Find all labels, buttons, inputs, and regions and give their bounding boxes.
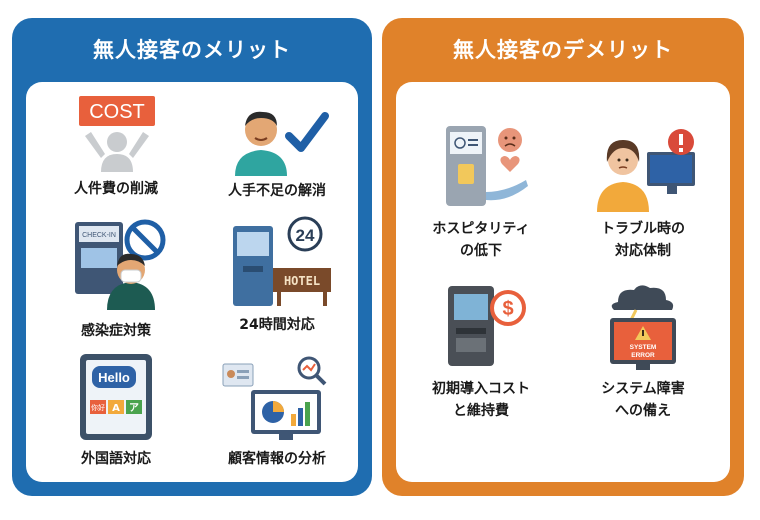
merit-item-analytics: 顧客情報の分析: [202, 352, 352, 478]
merit-item-infection: CHECK-IN 感染症対策: [46, 214, 186, 344]
demerit-content: ホスピタリティ の低下 トラブル時の 対応体制: [396, 82, 730, 482]
infection-control-icon: CHECK-IN: [75, 219, 166, 310]
customer-analytics-icon: [222, 356, 327, 440]
merit-label-24h: 24時間対応: [239, 317, 315, 333]
demerit-item-hospitality: ホスピタリティ の低下: [406, 122, 556, 272]
hotel-sign: HOTEL: [284, 274, 320, 288]
demerit-title: 無人接客のデメリット: [453, 38, 673, 62]
system-error-icon: SYSTEM ERROR: [610, 285, 676, 370]
merit-content: COST 人件費の削減 人手不足の解消 C: [26, 82, 358, 482]
hello-text: Hello: [98, 370, 130, 385]
demerit-label-system: システム障害 への備え: [601, 381, 685, 419]
error-text: ERROR: [631, 352, 655, 359]
merit-label-cost: 人件費の削減: [74, 181, 158, 197]
hospitality-kiosk-icon: [446, 126, 528, 206]
lang-tag-zh: 你好: [91, 403, 105, 412]
merit-label-staff: 人手不足の解消: [228, 183, 326, 199]
demerit-item-system: SYSTEM ERROR システム障害 への備え: [568, 282, 718, 432]
24h-badge: 24: [296, 226, 315, 245]
24h-hotel-kiosk-icon: 24 HOTEL: [233, 216, 331, 306]
cost-kiosk-icon: $: [448, 286, 526, 366]
merit-item-language: Hello 你好 A ア 外国語対応: [46, 352, 186, 478]
demerit-label-cost: 初期導入コスト と維持費: [432, 381, 530, 419]
cost-reduction-icon: COST: [79, 96, 155, 172]
merit-label-analytics: 顧客情報の分析: [228, 451, 326, 467]
merit-item-staff: 人手不足の解消: [202, 92, 352, 202]
staff-check-icon: [235, 111, 329, 176]
cost-badge-text: COST: [89, 101, 145, 123]
checkin-text: CHECK-IN: [82, 232, 116, 239]
multilingual-tablet-icon: Hello 你好 A ア: [80, 354, 152, 440]
merit-item-24h: 24 HOTEL 24時間対応: [202, 214, 352, 344]
merit-panel: 無人接客のメリット COST 人件費の削減 人手不足の解消: [12, 18, 372, 496]
system-text: SYSTEM: [630, 344, 657, 351]
demerit-label-hospitality: ホスピタリティ の低下: [432, 221, 530, 259]
lang-tag-en: A: [112, 403, 120, 414]
demerit-item-trouble: トラブル時の 対応体制: [568, 122, 718, 272]
trouble-person-icon: [597, 129, 695, 212]
merit-label-infection: 感染症対策: [81, 323, 151, 339]
merit-label-language: 外国語対応: [81, 451, 151, 467]
dollar-sign: $: [502, 298, 513, 320]
merit-item-cost: COST 人件費の削減: [46, 92, 186, 202]
lang-tag-ja: ア: [129, 402, 139, 414]
demerit-panel: 無人接客のデメリット ホスピタリティ の低下: [382, 18, 744, 496]
merit-title: 無人接客のメリット: [93, 38, 291, 62]
demerit-label-trouble: トラブル時の 対応体制: [601, 221, 685, 259]
demerit-item-cost: $ 初期導入コスト と維持費: [406, 282, 556, 432]
